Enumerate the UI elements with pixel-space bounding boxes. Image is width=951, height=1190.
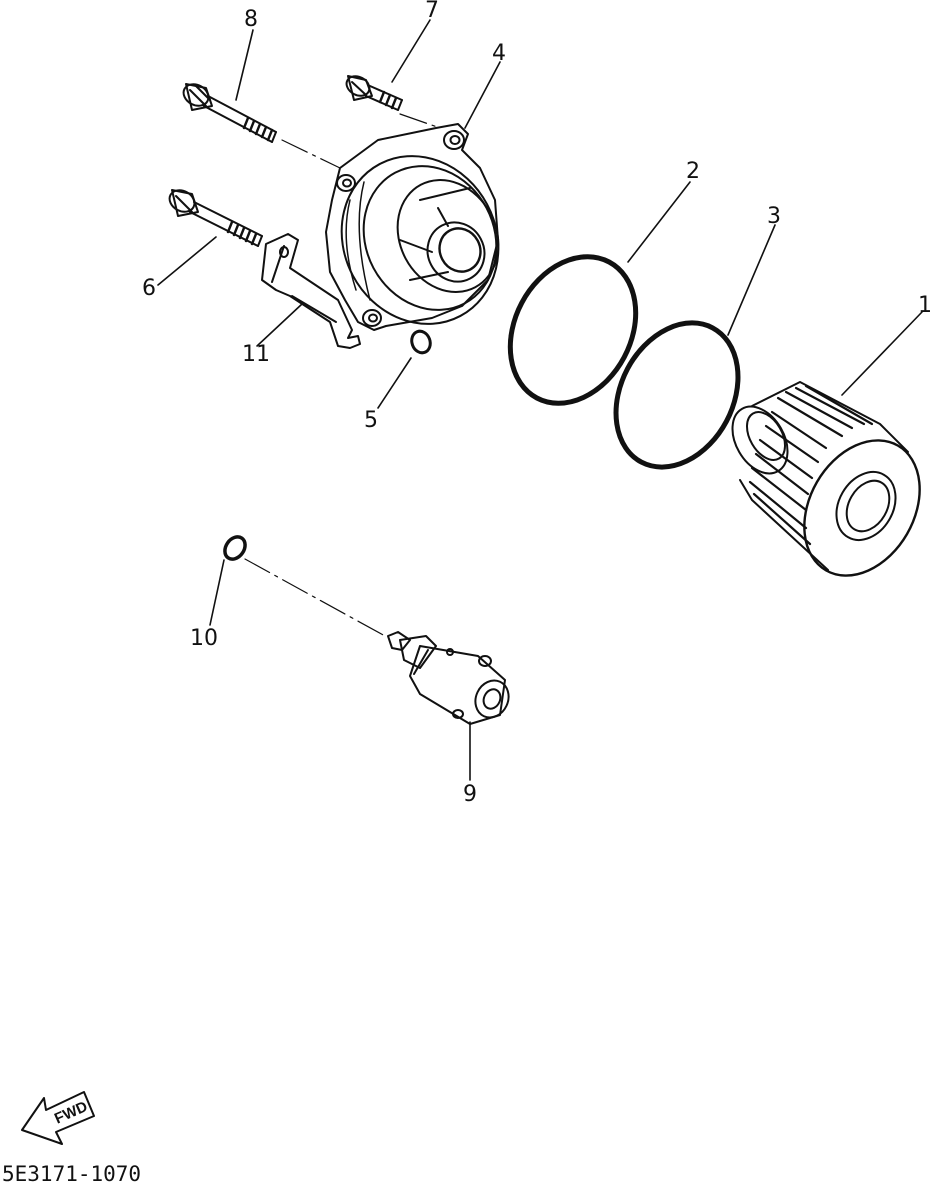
- o-ring-part-5: [410, 329, 432, 355]
- part-number-label: 8: [244, 7, 258, 32]
- forward-direction-arrow-icon: [21, 1091, 95, 1145]
- part-number-label: 1: [918, 293, 932, 318]
- bracket-part-11: [261, 233, 361, 349]
- o-ring-part-2: [507, 254, 639, 406]
- o-ring-part-3: [613, 320, 741, 470]
- part-number-label: 6: [142, 276, 156, 301]
- alignment-lines: [244, 113, 441, 637]
- oil-filter-element-part-1: [731, 381, 921, 577]
- leader-lines: [157, 19, 923, 781]
- drawing-reference-code: 5E3171-1070: [2, 1162, 142, 1186]
- part-number-label: 11: [242, 342, 270, 367]
- part-number-label: 9: [463, 782, 477, 807]
- part-number-label: 2: [686, 159, 700, 184]
- bolt-part-8: [182, 83, 277, 143]
- bolt-part-6: [168, 189, 263, 247]
- o-ring-part-10: [223, 535, 247, 561]
- part-number-label: 7: [425, 0, 439, 23]
- bolt-part-7: [345, 75, 403, 111]
- part-number-label: 10: [190, 626, 218, 651]
- part-number-label: 3: [767, 204, 781, 229]
- part-number-label: 4: [492, 41, 506, 66]
- filter-cover-part-4: [325, 123, 500, 331]
- relief-valve-part-9: [387, 631, 510, 725]
- part-number-label: 5: [364, 408, 378, 433]
